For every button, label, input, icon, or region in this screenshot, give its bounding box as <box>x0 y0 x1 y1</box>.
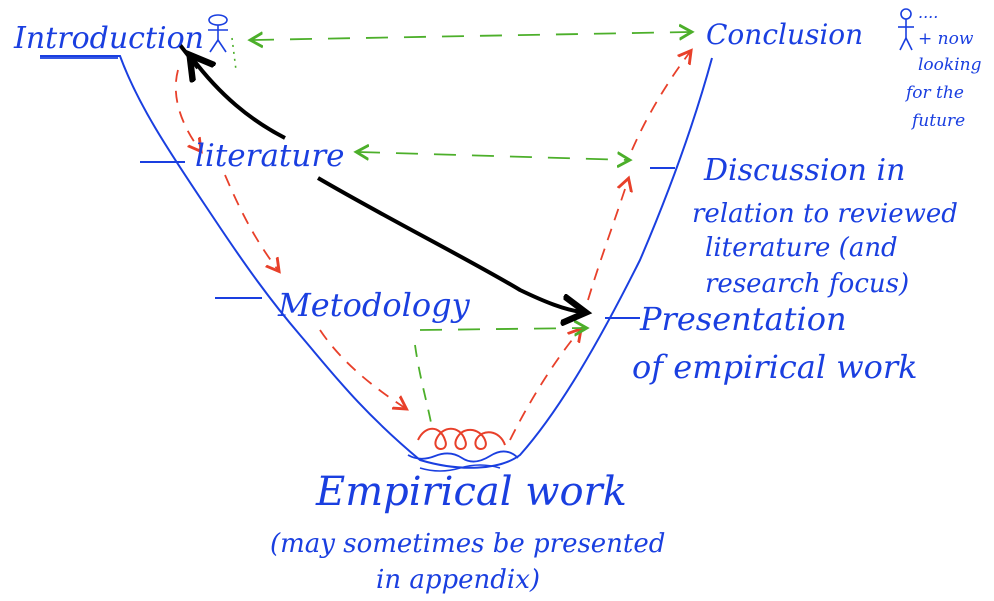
green-arrow-literature-discussion <box>358 152 628 160</box>
person-dots: .... <box>918 3 938 22</box>
red-arrow-empirical-to-presentation <box>509 330 580 441</box>
funnel-outline <box>40 55 713 469</box>
label-introduction: Introduction <box>13 21 204 56</box>
label-conclusion-note-line1: + now <box>918 29 974 49</box>
green-dots-person <box>231 37 237 71</box>
label-empirical-work: Empirical work <box>315 469 627 515</box>
label-presentation-line1: Presentation <box>639 300 847 338</box>
black-stroke-intro <box>178 43 200 70</box>
red-arrow-presentation-to-discussion <box>587 180 628 301</box>
label-literature: literature <box>195 138 345 174</box>
red-arrow-intro-to-literature <box>174 69 200 150</box>
red-arrow-methodology-to-empirical <box>319 329 405 408</box>
black-arrow-literature-to-intro <box>192 58 286 140</box>
label-empirical-note-line1: (may sometimes be presented <box>270 529 665 559</box>
green-arrow-methodology-presentation <box>419 328 585 330</box>
label-discussion-line2: relation to reviewed <box>692 199 958 229</box>
label-empirical-note-line2: in appendix) <box>376 565 540 595</box>
label-presentation-line2: of empirical work <box>632 348 918 386</box>
label-conclusion: Conclusion <box>706 18 863 51</box>
label-conclusion-note-line4: future <box>910 111 965 131</box>
person-icon-conclusion <box>898 8 914 51</box>
label-discussion-line1: Discussion in <box>703 153 905 188</box>
red-arrow-discussion-to-conclusion <box>631 52 690 151</box>
red-arrow-literature-to-methodology <box>224 174 278 270</box>
green-dash-methodology-down <box>414 344 433 429</box>
empirical-wavy-base-2 <box>419 464 501 472</box>
empirical-scribble <box>417 427 506 450</box>
label-methodology: Metodology <box>277 286 471 324</box>
label-discussion-line3: literature (and <box>705 233 898 263</box>
label-conclusion-note-line2: looking <box>918 55 982 75</box>
empirical-wavy-base <box>407 450 519 463</box>
label-conclusion-note-line3: for the <box>904 83 964 103</box>
green-arrow-intro-conclusion <box>252 32 690 40</box>
person-icon-introduction <box>208 14 228 53</box>
black-arrow-literature-to-presentation <box>316 176 582 312</box>
label-discussion-line4: research focus) <box>705 269 909 299</box>
